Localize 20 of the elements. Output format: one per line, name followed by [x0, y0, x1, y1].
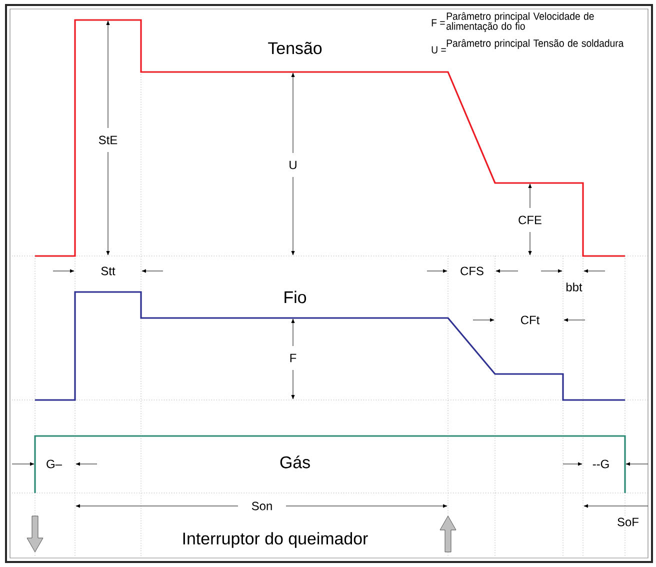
dimension-label: G–	[45, 458, 63, 470]
dimension-label: Son	[250, 500, 274, 512]
dimension-label: CFE	[517, 214, 543, 226]
legend-key: F =	[432, 19, 445, 26]
dimension-label: CFt	[519, 314, 541, 326]
curve-title: Tensão	[268, 42, 322, 54]
switch-caption: Interruptor do queimador	[183, 532, 368, 548]
dimension-label: bbt	[564, 282, 584, 292]
curve-title: Gás	[280, 456, 310, 468]
dimension-label: CFS	[459, 266, 485, 276]
dimension-label: Stt	[100, 266, 116, 276]
dimension-label: F	[288, 352, 298, 364]
legend-note: Parâmetro principal Velocidade de alimentação do fio	[446, 12, 594, 32]
dimension-label: --G	[591, 458, 611, 470]
dimension-label: U	[288, 160, 298, 170]
dimension-label: StE	[97, 134, 119, 146]
curve-title: Fio	[284, 290, 306, 304]
legend-key: U =	[432, 46, 446, 54]
legend-note: Parâmetro principal Tensão de soldadura	[446, 39, 624, 49]
dimension-label: SoF	[616, 516, 640, 528]
